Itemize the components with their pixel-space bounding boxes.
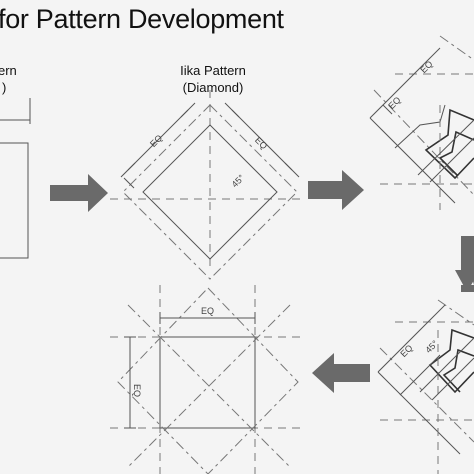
chevron-pattern-bottom: EQ 45° [377, 299, 474, 474]
arrow-left-icon [312, 353, 370, 393]
dim-angle-label: 45° [423, 338, 440, 355]
arrow-right-icon [50, 174, 108, 212]
dim-eq-label: EQ [132, 384, 142, 397]
dim-eq-label: EQ [148, 133, 164, 149]
dim-eq-label: EQ [201, 306, 214, 316]
ikat-pattern-label-line1: Iika Pattern [180, 63, 246, 78]
left-pattern-label-line1: ern [0, 63, 17, 78]
dim-eq-label: EQ [386, 95, 402, 111]
left-rectangle-pattern [0, 98, 31, 259]
dim-eq-label: EQ [398, 343, 414, 359]
dim-angle-label: 45° [230, 172, 247, 189]
page-title: for Pattern Development [0, 4, 284, 34]
diamond-pattern: EQ EQ 45° [110, 90, 300, 280]
ikat-pattern-label-line2: (Diamond) [182, 80, 244, 95]
left-pattern-label-line2: ) [2, 80, 7, 95]
dim-eq-label: EQ [418, 59, 434, 75]
dim-eq-label: EQ [253, 135, 269, 151]
chevron-pattern-top: EQ EQ [369, 35, 474, 210]
square-grid-pattern: EQ EQ [110, 285, 300, 474]
arrow-right-icon [308, 170, 364, 210]
